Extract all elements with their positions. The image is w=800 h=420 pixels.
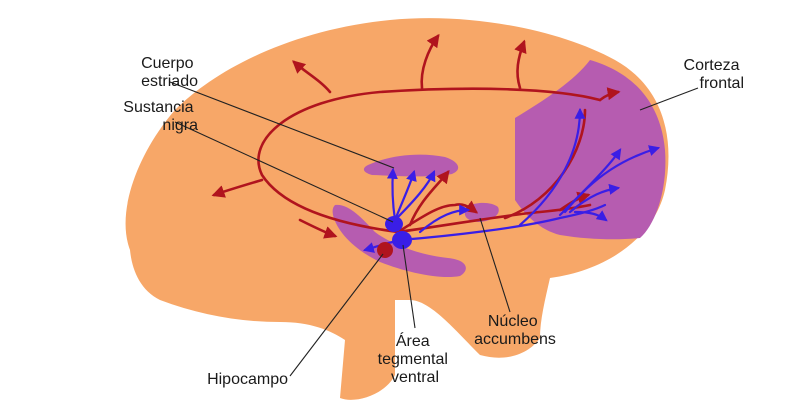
substantia-nigra-nucleus bbox=[385, 216, 403, 232]
leader-area-tegmental bbox=[402, 244, 416, 329]
label-hipocampo: Hipocampo bbox=[207, 371, 288, 388]
red-branch-6 bbox=[298, 218, 338, 239]
leader-nucleo-accumbens bbox=[479, 217, 511, 313]
red-branch-3 bbox=[514, 39, 527, 90]
blue-branch-6 bbox=[518, 107, 586, 227]
red-branch-8 bbox=[408, 169, 450, 227]
ventral-tegmental-nucleus bbox=[392, 231, 412, 249]
frontal-cortex-region bbox=[515, 60, 666, 240]
label-area-tegmental-ventral: Área tegmental ventral bbox=[378, 331, 453, 386]
red-branch-1 bbox=[292, 60, 332, 94]
red-nucleus bbox=[377, 242, 393, 258]
label-sustancia-nigra: Sustancia nigra bbox=[123, 99, 198, 134]
red-branch-2 bbox=[420, 33, 440, 90]
mesocortical-loop bbox=[257, 87, 602, 234]
label-nucleo-accumbens: Núcleo accumbens bbox=[474, 313, 556, 348]
mesocortical-trunk bbox=[396, 203, 592, 234]
label-corteza-frontal: Corteza frontal bbox=[684, 57, 744, 92]
red-branch-4 bbox=[598, 87, 621, 102]
blue-trunk bbox=[398, 203, 607, 242]
leader-cuerpo-estriado bbox=[169, 81, 395, 169]
blue-branch-2 bbox=[393, 169, 417, 222]
label-cuerpo-estriado: Cuerpo estriado bbox=[141, 55, 198, 90]
blue-branch-8 bbox=[563, 145, 661, 214]
leader-hipocampo bbox=[289, 253, 384, 377]
blue-branch-3 bbox=[393, 170, 436, 222]
blue-branch-10 bbox=[573, 210, 608, 222]
red-branch-5 bbox=[211, 178, 264, 198]
blue-branch-1 bbox=[386, 167, 398, 222]
leader-sustancia-nigra bbox=[174, 121, 394, 223]
blue-branch-5 bbox=[418, 204, 471, 234]
leader-corteza-frontal bbox=[639, 87, 699, 111]
blue-branch-9 bbox=[568, 183, 621, 214]
hippocampus-region bbox=[332, 204, 466, 278]
